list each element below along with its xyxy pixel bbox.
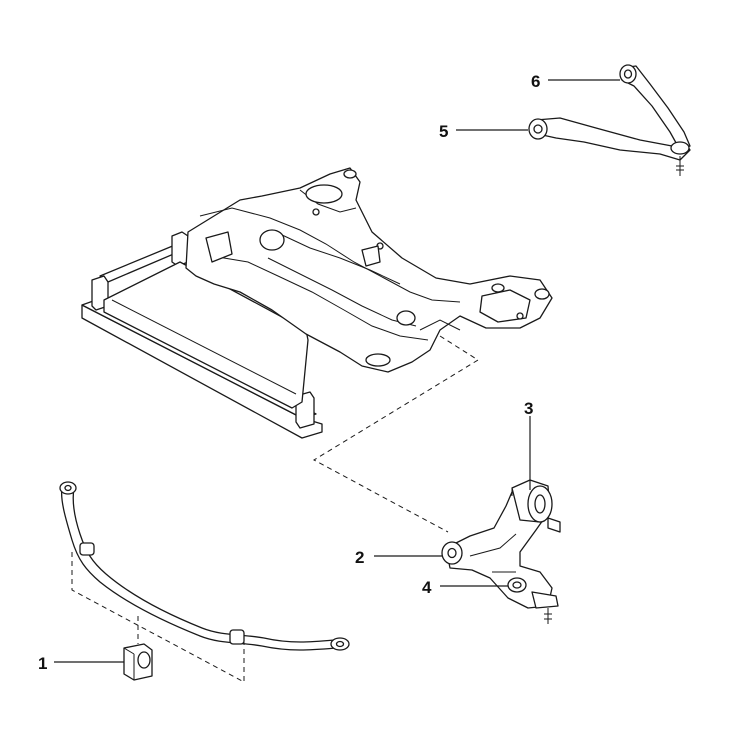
callout-5: 5	[439, 122, 448, 141]
callout-3: 3	[524, 399, 533, 418]
assembly-dashed-lines	[71, 335, 479, 683]
callout-1: 1	[38, 654, 47, 673]
callout-6: 6	[531, 72, 540, 91]
stabilizer-bar	[59, 481, 350, 651]
front-subframe	[81, 167, 553, 439]
callout-4: 4	[422, 578, 432, 597]
lower-control-arm	[441, 479, 561, 624]
callout-2: 2	[355, 548, 364, 567]
callout-leaders	[54, 79, 620, 663]
stabilizer-bushing	[123, 643, 153, 681]
upper-control-arm	[528, 64, 691, 176]
